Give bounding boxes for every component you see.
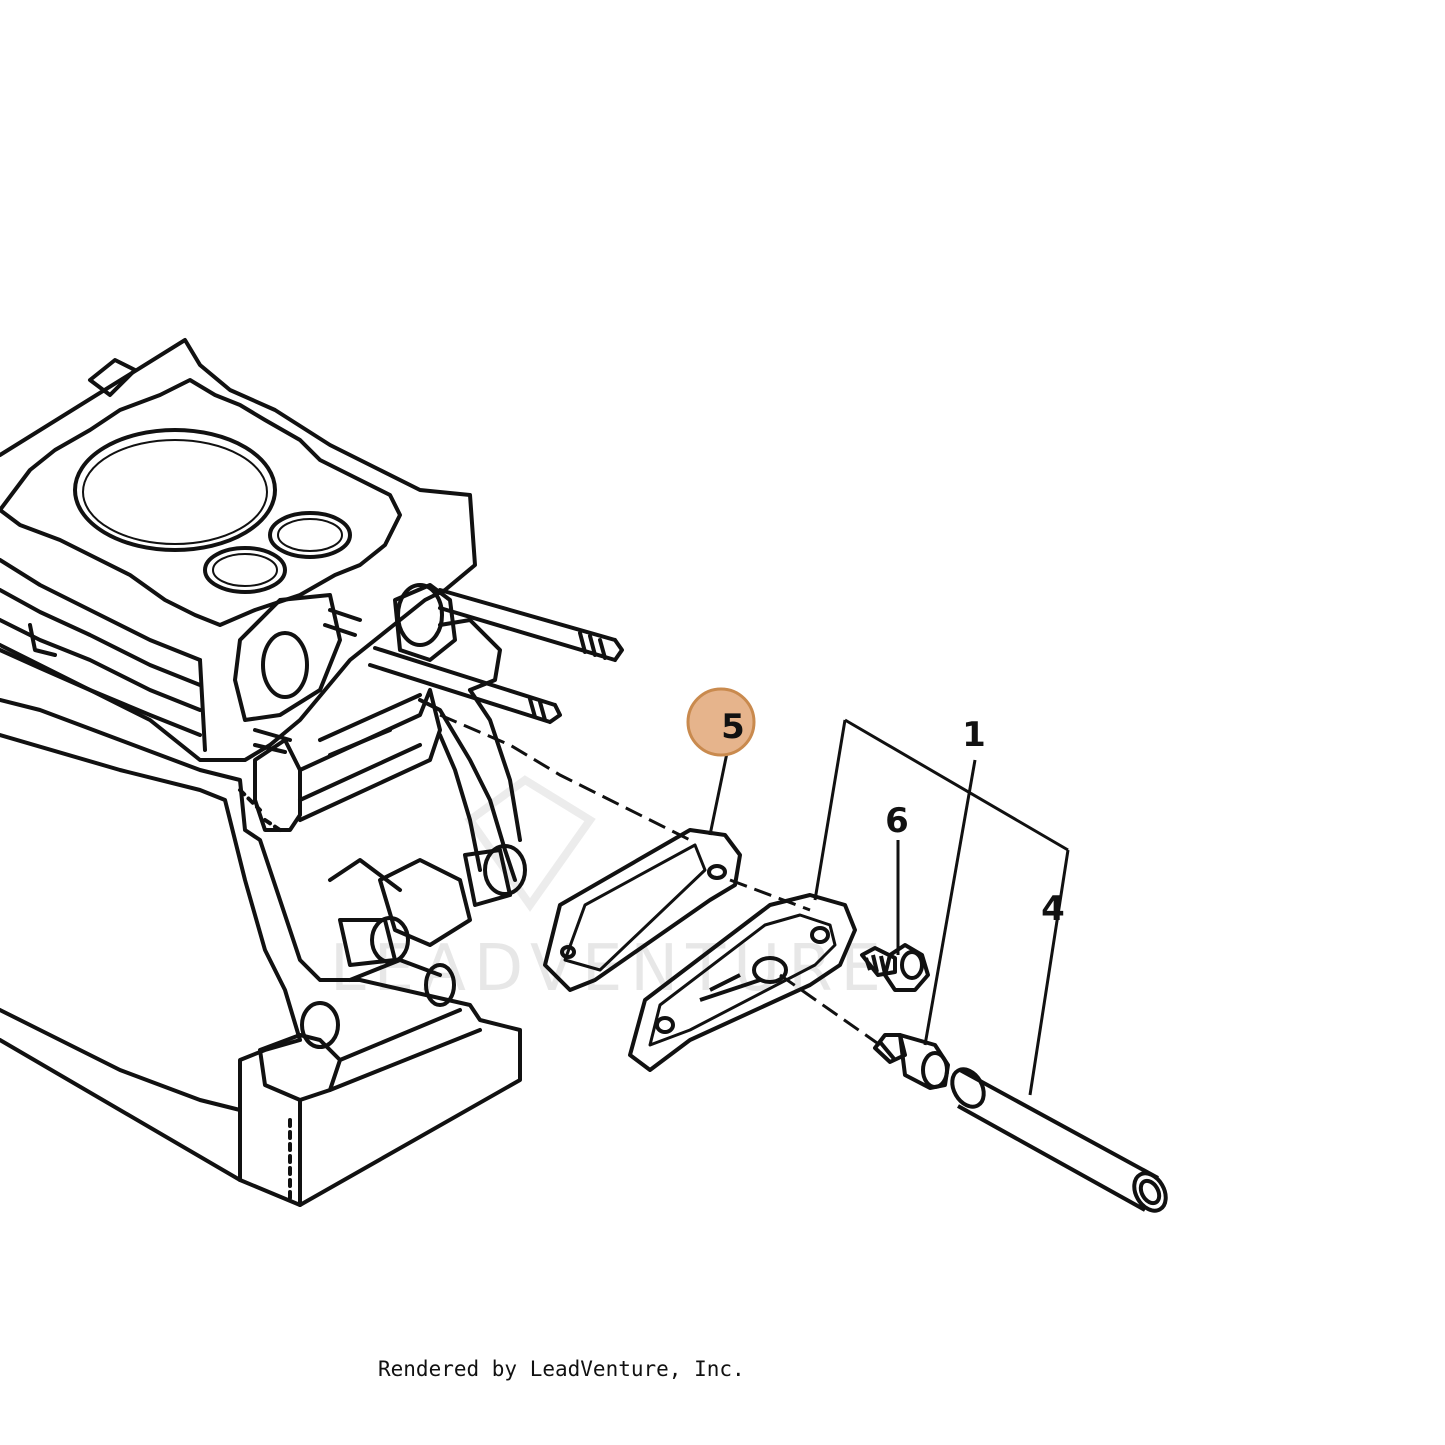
callout-leaders bbox=[708, 718, 1070, 1096]
callout-4-label[interactable]: 4 bbox=[1041, 889, 1065, 929]
highlight-circle bbox=[686, 687, 756, 757]
bolt-part-6[interactable] bbox=[860, 943, 930, 992]
callout-6-label[interactable]: 6 bbox=[885, 801, 909, 841]
leader-lines bbox=[439, 713, 881, 1047]
fitting-part-1[interactable] bbox=[873, 1033, 950, 1090]
callout-1-label[interactable]: 1 bbox=[962, 715, 986, 755]
callout-5[interactable]: 5 bbox=[686, 687, 756, 757]
gasket-part-5[interactable] bbox=[543, 828, 742, 992]
flange-plate[interactable] bbox=[628, 893, 857, 1072]
engine-block bbox=[0, 338, 624, 1207]
tube-part-4[interactable] bbox=[946, 1064, 1172, 1217]
render-credit: Rendered by LeadVenture, Inc. bbox=[378, 1357, 745, 1381]
callout-5-label: 5 bbox=[721, 707, 745, 747]
